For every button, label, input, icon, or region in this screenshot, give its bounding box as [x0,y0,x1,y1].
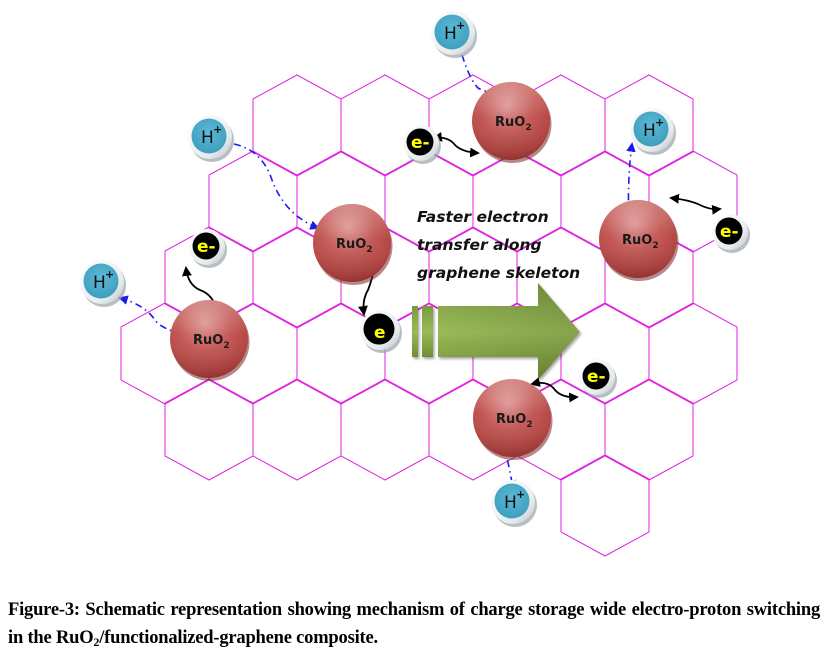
annotation-line-2: transfer along [417,236,542,254]
proton-path-top [461,54,515,98]
proton-core [191,118,227,154]
proton-ion: H+ [431,11,477,58]
electron-core [582,362,610,390]
ruo2-label: RuO2 [193,333,230,351]
electron: e- [579,359,617,398]
graphene-hexagon [252,74,342,177]
proton-label: H [504,493,517,513]
proton-ion: H+ [630,108,676,155]
electron-path-top [432,131,480,158]
graphene-hexagon [560,454,650,557]
ruo2-particle: RuO2 [170,300,250,381]
electron-core [406,128,434,156]
electron: e- [189,229,227,268]
electron-label: e- [587,367,606,387]
ruo2-particle: RuO2 [313,204,393,285]
electron-core [715,217,743,245]
electron-core [192,232,220,260]
graphene-hexagon [208,150,298,253]
electron-label: e [374,323,386,343]
electron-core [363,313,395,345]
proton-core [494,483,530,519]
proton-charge: + [105,268,114,281]
caption-text-prefix: Figure-3: Schematic representation showi… [8,600,820,648]
electron-transfer-arrow [412,283,580,380]
annotation-line-1: Faster electron [417,208,549,226]
proton-charge: + [516,488,525,501]
graphene-hexagon [252,378,342,481]
proton-charge: + [655,116,664,129]
ruo2-label: RuO2 [495,115,532,133]
transfer-annotation: Faster electron transfer along graphene … [417,208,580,282]
graphene-hexagon [648,302,738,405]
ruo2-particle: RuO2 [472,82,552,163]
proton-label: H [444,24,457,44]
proton-label: H [93,273,106,293]
proton-ion: H+ [188,115,234,162]
proton-label: H [643,121,656,141]
proton-path-right [623,142,636,230]
charge-storage-schematic: Faster electron transfer along graphene … [80,11,750,557]
proton-charge: + [456,19,465,32]
ruo2-label: RuO2 [336,237,373,255]
electron-path-right [669,193,722,215]
electron-label: e- [197,237,216,257]
proton-label: H [201,128,214,148]
proton-core [434,14,470,50]
electron: e- [403,125,441,164]
ruo2-label: RuO2 [496,412,533,430]
caption-text-suffix: /functionalized-graphene composite. [99,628,378,648]
electron: e [360,310,402,353]
proton-core [83,263,119,299]
proton-charge: + [213,123,222,136]
ruo2-particle: RuO2 [599,200,679,281]
proton-path-upper-left [233,143,320,230]
annotation-line-3: graphene skeleton [417,264,580,282]
figure-caption: Figure-3: Schematic representation showi… [8,596,820,652]
proton-ion: H+ [80,260,126,307]
arrow-stripe-2 [422,306,433,357]
graphene-hexagon [164,378,254,481]
electron: e- [712,214,750,253]
electron-path-bottom [530,377,579,403]
graphene-hexagon [340,378,430,481]
caption-subscript: 2 [93,635,100,649]
electron-label: e- [411,133,430,153]
graphene-hexagon [604,378,694,481]
proton-core [633,111,669,147]
ruo2-label: RuO2 [622,233,659,251]
ruo2-particle: RuO2 [473,379,553,460]
proton-ion: H+ [491,480,537,527]
electron-label: e- [720,222,739,242]
arrow-stripe-1 [412,306,418,357]
